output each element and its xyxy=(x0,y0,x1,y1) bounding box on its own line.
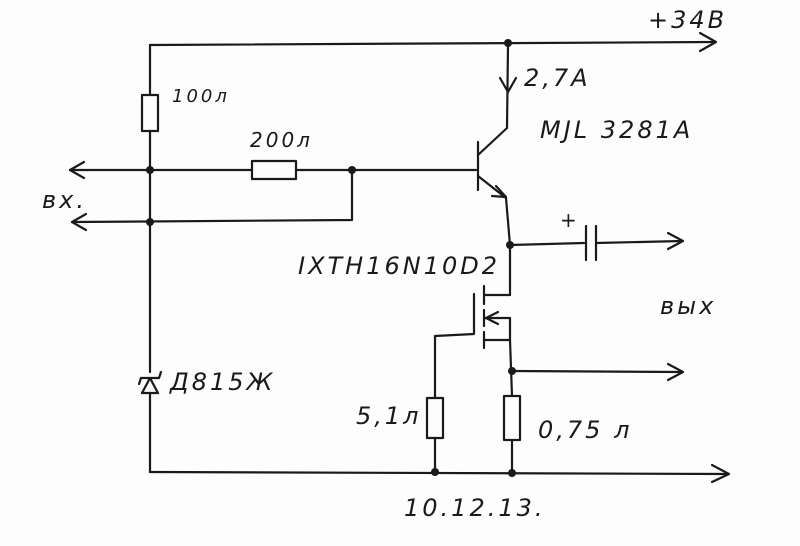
supply-arrow-icon xyxy=(698,31,718,53)
bjt-emitter-arrow-icon xyxy=(490,184,508,199)
output-arrow-icon xyxy=(666,362,685,382)
input-arrow-top-icon xyxy=(68,160,86,180)
output-line xyxy=(510,369,684,374)
zener-label: Д815Ж xyxy=(170,368,276,396)
transistor-label: MJL 3281A xyxy=(540,116,694,144)
current-label: 2,7А xyxy=(524,64,591,92)
mosfet-drain-wire xyxy=(482,243,512,297)
r-gate-label: 5,1л xyxy=(356,402,422,430)
input-line-bottom xyxy=(70,168,354,224)
bjt-emitter xyxy=(476,174,512,247)
mosfet-label: IXTH16N10D2 xyxy=(298,252,501,280)
r-source-label: 0,75 л xyxy=(538,416,633,444)
supply-label: +34В xyxy=(648,6,728,34)
output-label: вых xyxy=(660,292,717,320)
junction-dot xyxy=(431,468,439,476)
supply-rail xyxy=(148,40,717,47)
resistor-5-1 xyxy=(425,396,445,440)
resistor-0-75 xyxy=(502,394,522,442)
junction-dot xyxy=(146,218,154,226)
zener-diode-icon xyxy=(137,370,163,395)
mosfet-arrow-icon xyxy=(484,310,500,326)
date-label: 10.12.13. xyxy=(404,494,546,522)
r-top-label: 100л xyxy=(172,86,230,107)
bjt-collector xyxy=(476,43,510,157)
plus-label: + xyxy=(560,208,580,232)
input-label: вх. xyxy=(42,186,87,214)
mosfet-gate xyxy=(433,292,476,400)
junction-dot xyxy=(348,166,356,174)
ground-rail xyxy=(148,470,730,476)
r-input-label: 200л xyxy=(250,128,313,152)
cap-arrow-icon xyxy=(666,231,685,251)
current-arrow-icon xyxy=(498,76,518,94)
junction-dot xyxy=(504,39,512,47)
resistor-100 xyxy=(140,93,160,133)
mosfet-source-wire xyxy=(482,316,512,342)
cap-wire-right xyxy=(594,239,684,245)
junction-dot xyxy=(508,469,516,477)
input-arrow-bottom-icon xyxy=(70,212,88,232)
junction-dot xyxy=(146,166,154,174)
cap-wire-left xyxy=(508,241,586,247)
ground-arrow-icon xyxy=(710,463,731,484)
resistor-200 xyxy=(250,159,298,181)
output-capacitor xyxy=(584,224,598,262)
junction-dot xyxy=(506,241,514,249)
junction-dot xyxy=(508,367,516,375)
